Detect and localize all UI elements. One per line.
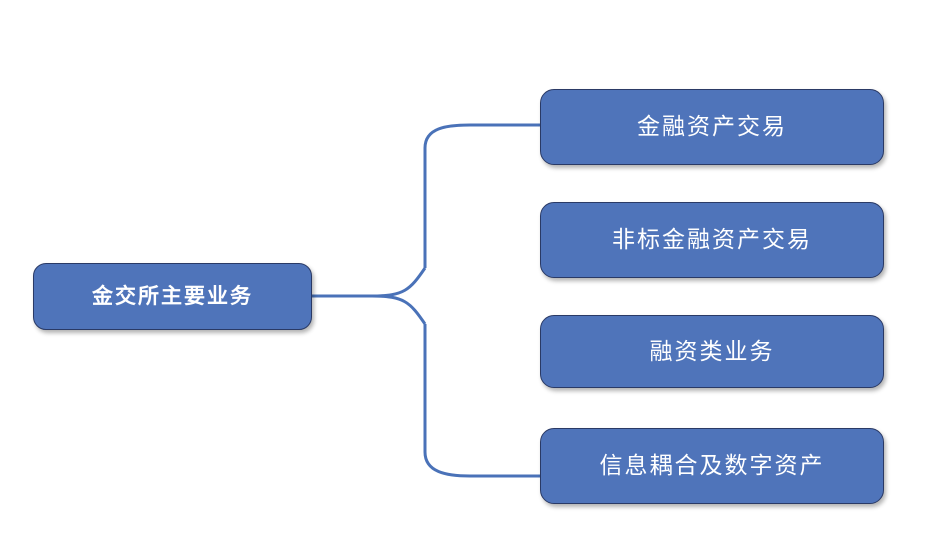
node-child-2-label: 融资类业务	[649, 338, 775, 364]
node-nonstandard-financial-asset-trading[interactable]: 非标金融资产交易	[540, 202, 884, 278]
connector-fork-up	[371, 267, 427, 298]
connector-branch-child-0	[423, 123, 540, 149]
node-child-0-label: 金融资产交易	[637, 114, 787, 140]
node-child-3-label: 信息耦合及数字资产	[599, 453, 825, 479]
node-child-1-label: 非标金融资产交易	[612, 227, 812, 253]
connector-branch-child-3	[423, 451, 540, 478]
connector-fork-down	[371, 294, 427, 325]
node-financing-business[interactable]: 融资类业务	[540, 315, 884, 388]
node-root[interactable]: 金交所主要业务	[33, 263, 312, 330]
node-information-coupling-digital-assets[interactable]: 信息耦合及数字资产	[540, 428, 884, 504]
node-root-label: 金交所主要业务	[92, 283, 253, 308]
node-financial-asset-trading[interactable]: 金融资产交易	[540, 89, 884, 165]
